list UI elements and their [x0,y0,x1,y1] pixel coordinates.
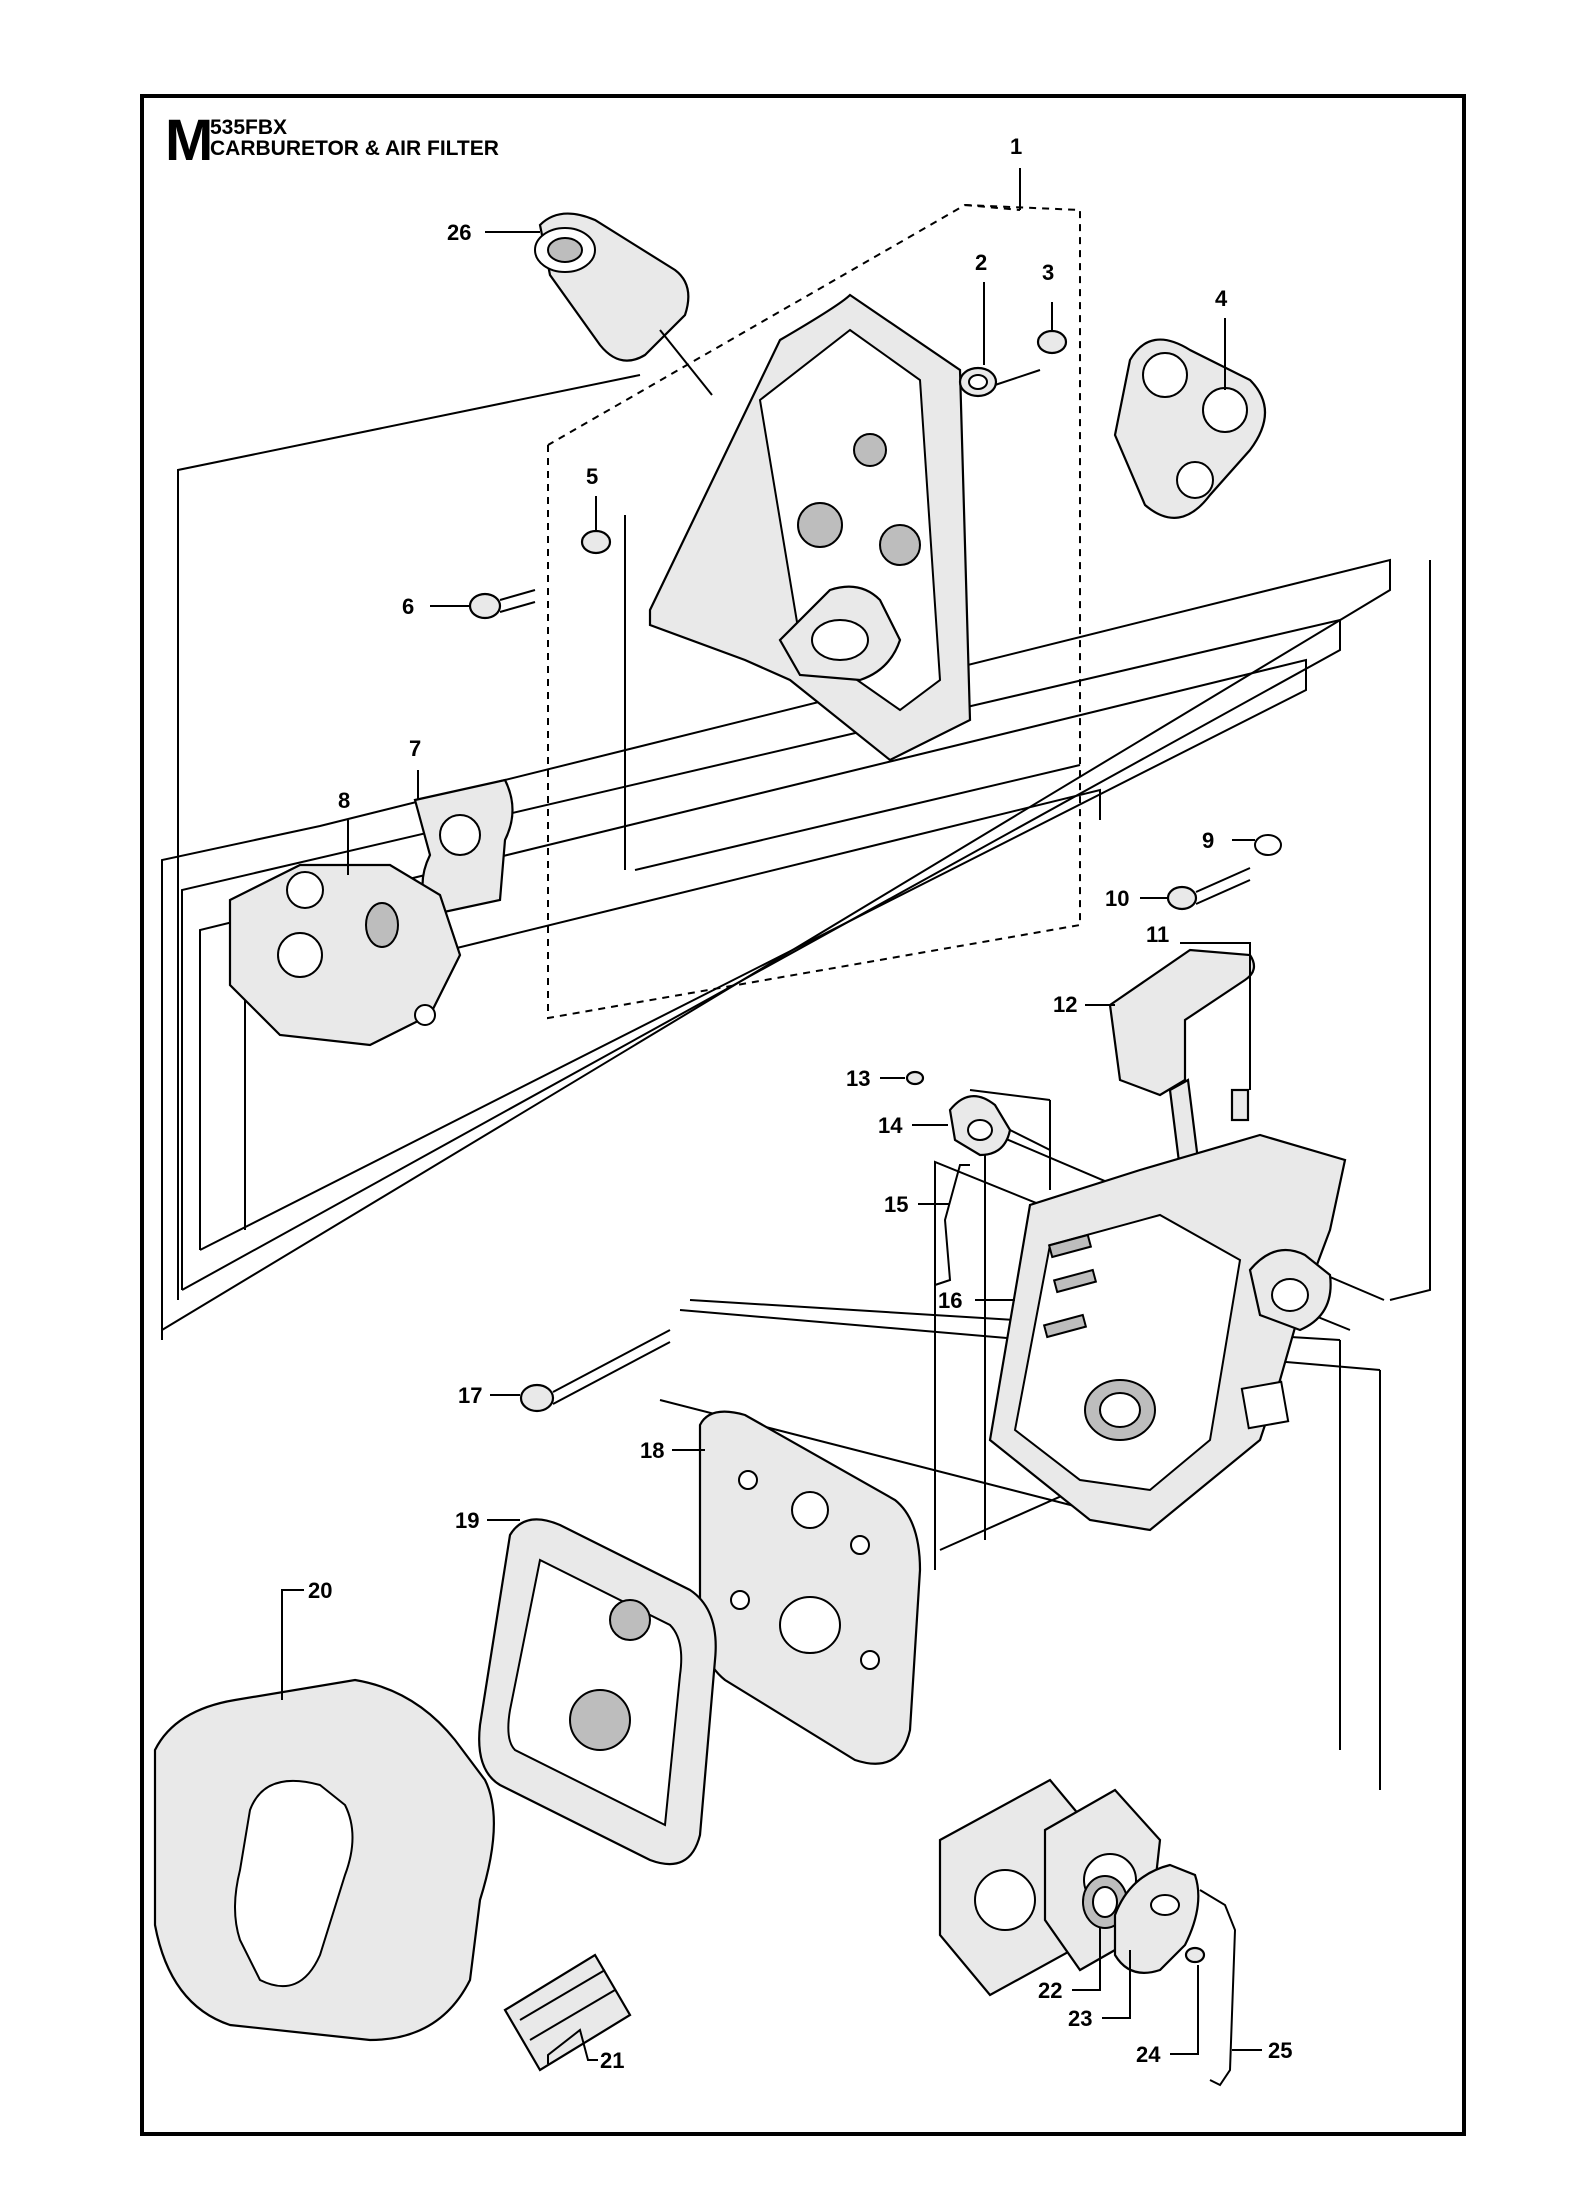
bolt-part-17 [519,1329,671,1413]
leader-outline-6 [1389,560,1431,1301]
air-filter-housing [988,1133,1347,1532]
model-number: 535FBX [210,116,288,139]
callout-25: 25 [1268,2038,1292,2063]
callout-8: 8 [338,788,350,813]
screw-part-13 [905,1070,925,1086]
air-filter [478,1518,717,1866]
callout-14: 14 [878,1113,903,1138]
cover-clip [503,1953,632,2072]
callout-1: 1 [1010,134,1022,159]
callout-7: 7 [409,736,421,761]
carburetor-gasket [413,778,514,917]
washer-part-9 [1254,834,1282,856]
screw-part-6 [468,589,536,620]
callout-5: 5 [586,464,598,489]
callout-4: 4 [1215,286,1228,311]
assembly-group-dashed-box [547,203,1081,1020]
air-filter-cover [153,1678,495,2042]
carburetor [228,863,462,1047]
callout-13: 13 [846,1066,870,1091]
callout-6: 6 [402,594,414,619]
callout-21: 21 [600,2048,624,2073]
leader-outline-5 [244,788,1101,1230]
bushing-part-2 [958,366,1041,398]
section-letter: M [165,108,214,173]
leader-outline-1 [177,374,641,1300]
filter-holder-bracket [648,293,972,762]
callout-17: 17 [458,1383,482,1408]
intake-elbow-hose [534,212,713,396]
section-title: CARBURETOR & AIR FILTER [210,137,499,160]
callout-12: 12 [1053,992,1077,1017]
callout-22: 22 [1038,1978,1062,2003]
callout-2: 2 [975,250,987,275]
triple-grommet [1113,338,1267,519]
callout-3: 3 [1042,260,1054,285]
diagram-frame [140,94,1466,2136]
callout-16: 16 [938,1288,962,1313]
callout-11: 11 [1146,922,1169,947]
callout-19: 19 [455,1508,479,1533]
leader-outline-3 [181,618,1341,1291]
choke-plate-part-14 [948,1095,1051,1157]
filter-gasket-plate [698,1410,922,1765]
choke-lever-part-12 [1108,948,1256,1097]
callout-24: 24 [1136,2042,1161,2067]
callout-23: 23 [1068,2006,1092,2031]
callout-10: 10 [1105,886,1129,911]
screw-part-10 [1166,867,1251,911]
bushing-part-3 [1036,302,1068,355]
callout-9: 9 [1202,828,1214,853]
callout-15: 15 [884,1192,908,1217]
primer-cover-part-24 [1113,1863,1206,1974]
bushing-part-5 [580,529,612,555]
leader-outline-4 [199,658,1307,1251]
primer-wire-part-25 [1199,1889,1237,2087]
callout-26: 26 [447,220,471,245]
callout-20: 20 [308,1578,332,1603]
choke-rod-part-15 [934,1164,970,1286]
callout-labels: 1 2 3 4 5 6 7 8 9 10 11 12 13 [281,134,1292,2073]
callout-18: 18 [640,1438,664,1463]
